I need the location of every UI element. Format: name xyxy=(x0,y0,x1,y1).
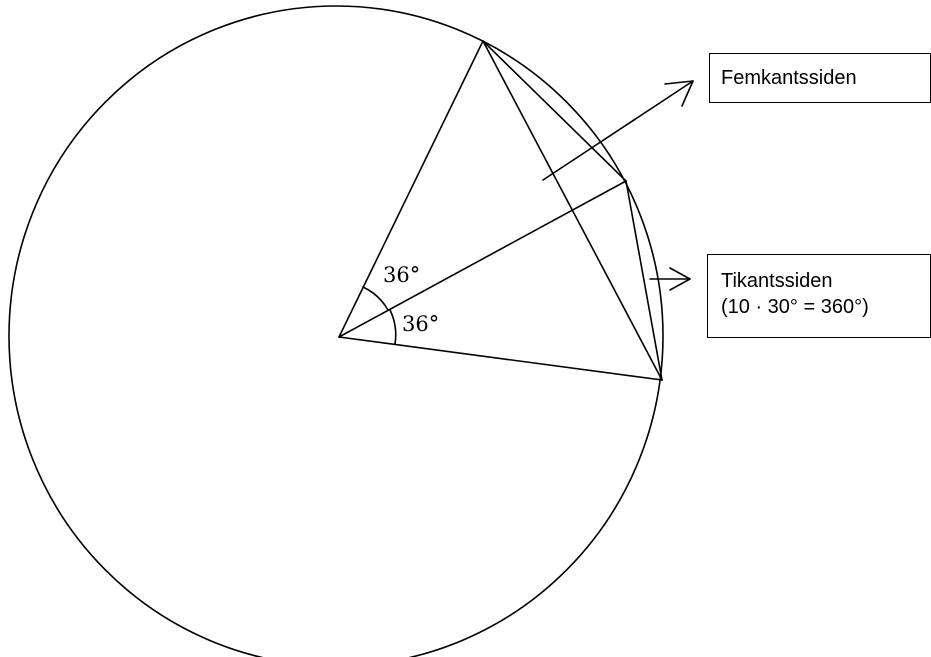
decagon-side-lower xyxy=(625,180,663,381)
pentagon-side-label: Femkantssiden xyxy=(709,53,931,103)
decagon-side-text: Tikantssiden xyxy=(721,270,833,292)
angle-arc-upper xyxy=(362,286,389,311)
pentagon-side-text: Femkantssiden xyxy=(721,67,857,89)
angle-label-lower: 36° xyxy=(402,312,439,336)
radius-to-bottom-vertex xyxy=(338,336,663,381)
decagon-pointer-arrowhead xyxy=(669,267,691,291)
pentagon-pointer-arrow xyxy=(542,80,694,181)
decagon-side-upper xyxy=(482,40,627,182)
pentagon-side xyxy=(482,40,663,381)
pentagon-pointer-arrowhead xyxy=(664,80,694,107)
decagon-side-label: Tikantssiden (10 · 30° = 360°) xyxy=(707,254,931,338)
radius-to-middle-vertex xyxy=(338,180,627,338)
angle-arc-lower xyxy=(389,309,397,345)
radius-to-top-vertex xyxy=(338,40,484,338)
circle xyxy=(8,5,664,657)
decagon-side-note: (10 · 30° = 360°) xyxy=(721,296,869,318)
angle-label-upper: 36° xyxy=(383,263,420,287)
